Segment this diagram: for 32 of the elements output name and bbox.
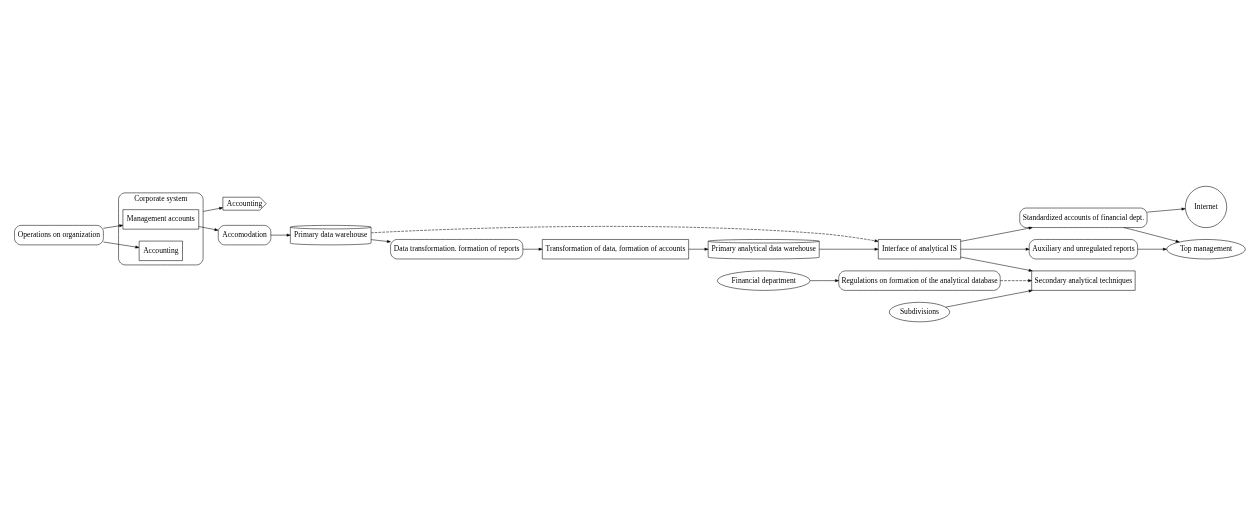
arrow: [960, 256, 1033, 272]
node-box: Operations on organization: [14, 224, 104, 245]
node-circle: Internet: [1185, 185, 1227, 228]
arrow: [202, 206, 223, 212]
arrow: [103, 223, 124, 229]
arrow: [960, 226, 1033, 242]
arrow: [1146, 207, 1186, 212]
node-box: Accounting: [138, 240, 183, 261]
arrow: [103, 241, 140, 248]
arrow: [370, 238, 391, 243]
arrow: [270, 233, 291, 237]
arrow: [1000, 278, 1032, 282]
arrow: [1123, 226, 1180, 243]
arrow: [945, 289, 1033, 307]
node-ellipse: Subdivisions: [889, 301, 950, 322]
node-box: Data transformation. formation of reports: [390, 238, 524, 259]
arrow: [370, 225, 879, 242]
arrow: [198, 225, 219, 231]
node-box: Accomodation: [218, 224, 272, 245]
node-box: Transformation of data, formation of accounts: [542, 238, 689, 259]
node-ellipse: Financial department: [717, 270, 811, 291]
arrow: [819, 247, 879, 251]
arrow: [809, 278, 839, 282]
arrow: [960, 247, 1030, 251]
node-box: Auxiliary and unregulated reports: [1028, 238, 1138, 259]
node-box: Interface of analytical IS: [878, 238, 961, 259]
arrow: [1137, 247, 1167, 251]
node-box: Management accounts: [122, 208, 200, 229]
arrow: [688, 247, 709, 251]
arrow: [522, 247, 543, 251]
node-box: Secondary analytical techniques: [1031, 270, 1136, 291]
node-box: Regulations on formation of the analytical database: [838, 270, 1001, 291]
